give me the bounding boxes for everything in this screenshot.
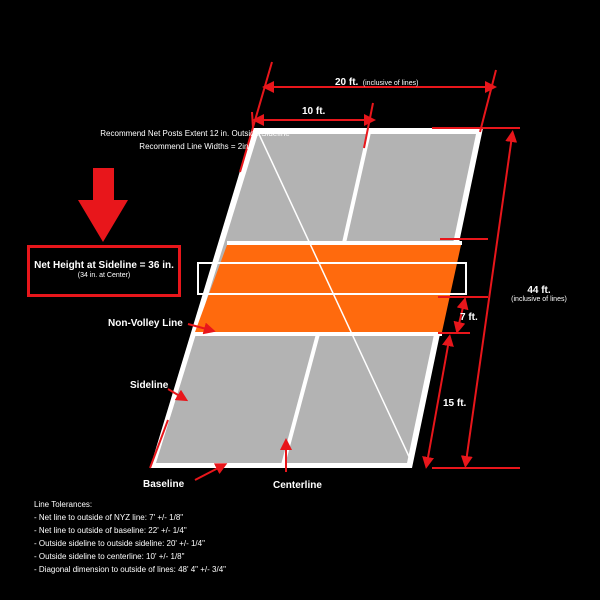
dim-10ft-label: 10 ft. [302, 106, 326, 117]
pointer-sideline [167, 388, 189, 402]
pointer-baseline [194, 463, 228, 481]
tolerance-item: - Net line to outside of baseline: 22' +… [34, 526, 187, 535]
diagonal-line [257, 131, 413, 464]
label-sideline: Sideline [130, 380, 169, 391]
pointer-non-volley [187, 322, 216, 335]
non-volley-zone [195, 245, 461, 332]
tolerances-title: Line Tolerances: [34, 500, 93, 509]
dim-15ft-label: 15 ft. [443, 398, 467, 409]
dim-44ft-label: 44 ft. (inclusive of lines) [511, 285, 567, 303]
label-non-volley-line: Non-Volley Line [108, 318, 183, 329]
tolerance-item: - Net line to outside of NYZ line: 7' +/… [34, 513, 184, 522]
note-net-posts: Recommend Net Posts Extent 12 in. Outsid… [100, 129, 290, 138]
label-centerline: Centerline [273, 480, 322, 491]
dim-20ft-label: 20 ft. (inclusive of lines) [335, 77, 419, 88]
dim-arrow-7ft [453, 297, 469, 334]
dim-arrow-44ft [460, 130, 518, 468]
down-arrow-icon [78, 168, 128, 242]
tolerance-item: - Outside sideline to centerline: 10' +/… [34, 552, 185, 561]
label-baseline: Baseline [143, 479, 185, 490]
net-height-subtitle: (34 in. at Center) [77, 272, 131, 279]
net-height-title: Net Height at Sideline = 36 in. [34, 260, 174, 271]
tolerance-item: - Diagonal dimension to outside of lines… [34, 565, 226, 574]
dim-arrow-15ft [422, 334, 454, 469]
dim-7ft-label: 7 ft. [460, 312, 478, 323]
net-height-box: Net Height at Sideline = 36 in. (34 in. … [27, 245, 181, 297]
centerline-top [342, 131, 371, 244]
tolerance-item: - Outside sideline to outside sideline: … [34, 539, 205, 548]
note-line-widths: Recommend Line Widths = 2in. [139, 142, 251, 151]
ext-right-20ft [479, 69, 497, 133]
tolerances-list: Line Tolerances: - Net line to outside o… [34, 498, 226, 576]
